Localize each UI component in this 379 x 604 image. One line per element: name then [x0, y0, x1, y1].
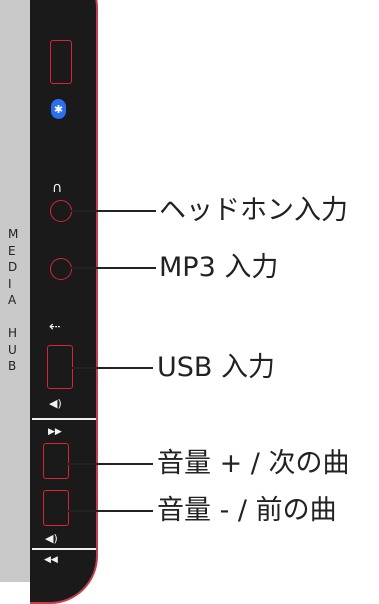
strip-letter: A	[8, 293, 17, 307]
fast-forward-icon: ▶▶	[48, 427, 62, 437]
strip-letter: D	[8, 260, 18, 274]
leader-line	[71, 367, 153, 369]
volume-down-prev-button	[43, 490, 69, 526]
divider	[32, 418, 96, 420]
volume-up-next-label: 音量 + / 次の曲	[157, 448, 350, 479]
usb-port	[47, 345, 73, 389]
mp3-input-label: MP3 入力	[159, 252, 279, 283]
strip-letter: I	[8, 276, 12, 291]
bluetooth-icon: ✱	[51, 99, 66, 119]
leader-line	[70, 267, 156, 269]
strip-letter: U	[8, 342, 17, 357]
leader-line	[67, 463, 153, 465]
usb-icon: ⇠	[49, 319, 61, 335]
leader-line	[70, 210, 156, 212]
speaker-icon: ◀)	[49, 397, 62, 410]
usb-input-label: USB 入力	[157, 352, 276, 383]
strip-letter: H	[8, 326, 18, 340]
headphone-input-label: ヘッドホン入力	[159, 195, 348, 226]
headphone-icon: ∩	[52, 180, 63, 196]
side-strip	[0, 0, 33, 582]
volume-down-prev-label: 音量 - / 前の曲	[157, 495, 337, 526]
mp3-jack	[50, 258, 72, 280]
top-port	[50, 40, 72, 84]
rewind-icon: ◀◀	[44, 555, 58, 565]
strip-letter: M	[8, 227, 19, 241]
headphone-jack	[50, 200, 72, 222]
strip-letter: E	[8, 243, 16, 258]
divider	[32, 548, 96, 550]
strip-letter: B	[8, 359, 17, 373]
speaker-small-icon: ◀)	[45, 532, 58, 545]
volume-up-next-button	[43, 443, 69, 479]
leader-line	[67, 510, 153, 512]
